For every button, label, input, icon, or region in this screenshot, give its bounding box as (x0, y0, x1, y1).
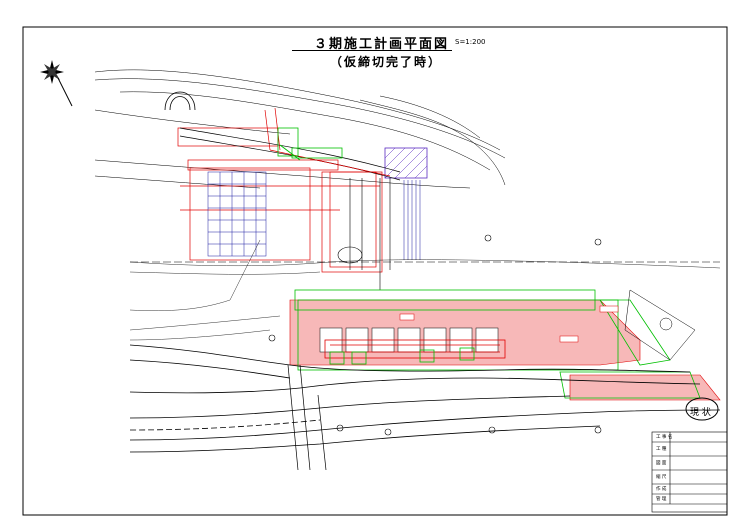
drawing-frame (22, 26, 728, 516)
title-block-grid (651, 431, 728, 513)
right-triangle-area (624, 289, 696, 361)
status-stamp-frame (685, 397, 719, 421)
upper-red-works (177, 107, 383, 273)
survey-points (268, 234, 602, 436)
blue-pile-column (403, 180, 421, 260)
status-stamp-text: 現 状 (690, 408, 711, 418)
title-block-row: 工 事 名 (656, 435, 673, 440)
tunnel-portal (164, 91, 196, 111)
mid-terrain (129, 239, 721, 341)
lower-road (129, 344, 721, 453)
title-block: 工 事 名 工 種 図 面 縮 尺 作 成 管 理 (652, 432, 732, 512)
purple-hatch-box (384, 147, 428, 179)
title-block-row: 図 面 (656, 461, 667, 466)
green-culvert-frames (329, 347, 475, 365)
label-boxes (399, 305, 619, 343)
lower-bridge (287, 364, 327, 471)
blue-grid-area (207, 171, 267, 257)
title-block-row: 作 成 (656, 487, 667, 492)
compass-icon (40, 60, 73, 107)
upper-green-works (277, 127, 343, 159)
access-road (337, 178, 391, 290)
title-block-row: 工 種 (656, 447, 667, 452)
title-block-row: 縮 尺 (656, 475, 667, 480)
title-block-row: 管 理 (656, 497, 667, 502)
culvert-boxes (319, 327, 499, 353)
